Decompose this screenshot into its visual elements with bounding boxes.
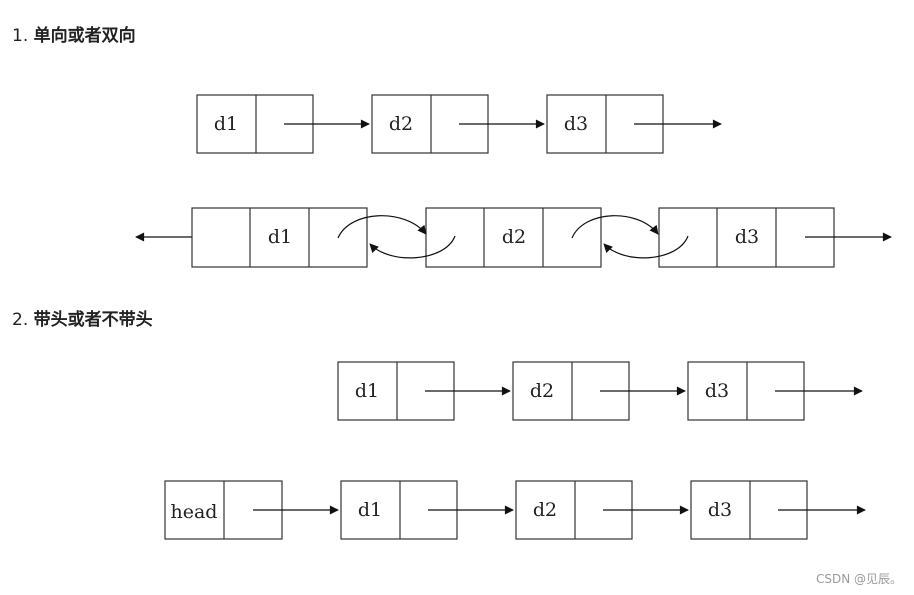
node-label: d2 bbox=[389, 113, 413, 135]
node-label: d3 bbox=[705, 380, 729, 402]
node-label: d3 bbox=[708, 499, 732, 521]
prev-pointer-arrow bbox=[603, 235, 689, 259]
prev-pointer-arrow bbox=[369, 235, 456, 259]
list-node: d2 bbox=[371, 94, 489, 154]
node-label: d1 bbox=[268, 226, 292, 248]
list-node: d2 bbox=[515, 480, 633, 540]
doubly-linked-list: d1 d2 d3 bbox=[135, 207, 892, 268]
list-node: d2 bbox=[425, 207, 602, 268]
node-label: d2 bbox=[502, 226, 526, 248]
next-pointer-arrow bbox=[337, 215, 427, 239]
headed-linked-list: head d1 d2 d3 bbox=[164, 480, 866, 540]
list-node: d3 bbox=[658, 207, 835, 268]
node-label: d2 bbox=[533, 499, 557, 521]
singly-linked-list: d1 d2 d3 bbox=[196, 94, 722, 154]
list-node: d3 bbox=[690, 480, 808, 540]
list-node: d2 bbox=[512, 361, 630, 421]
list-node: d1 bbox=[191, 207, 368, 268]
csdn-watermark: CSDN @见辰。 bbox=[815, 572, 902, 586]
section-heading-1: 1. 单向或者双向 bbox=[12, 26, 136, 46]
next-pointer-arrow bbox=[571, 215, 659, 239]
node-label: d3 bbox=[564, 113, 588, 135]
section-heading-2: 2. 带头或者不带头 bbox=[12, 310, 153, 330]
node-label: d1 bbox=[355, 380, 379, 402]
headless-linked-list: d1 d2 d3 bbox=[337, 361, 863, 421]
section-number: 2. bbox=[12, 310, 29, 330]
node-label: d2 bbox=[530, 380, 554, 402]
section-title: 单向或者双向 bbox=[33, 26, 136, 46]
head-label: head bbox=[171, 501, 218, 523]
section-number: 1. bbox=[12, 26, 29, 46]
node-label: d3 bbox=[735, 226, 759, 248]
node-label: d1 bbox=[214, 113, 238, 135]
node-label: d1 bbox=[358, 499, 382, 521]
section-title: 带头或者不带头 bbox=[33, 310, 153, 330]
